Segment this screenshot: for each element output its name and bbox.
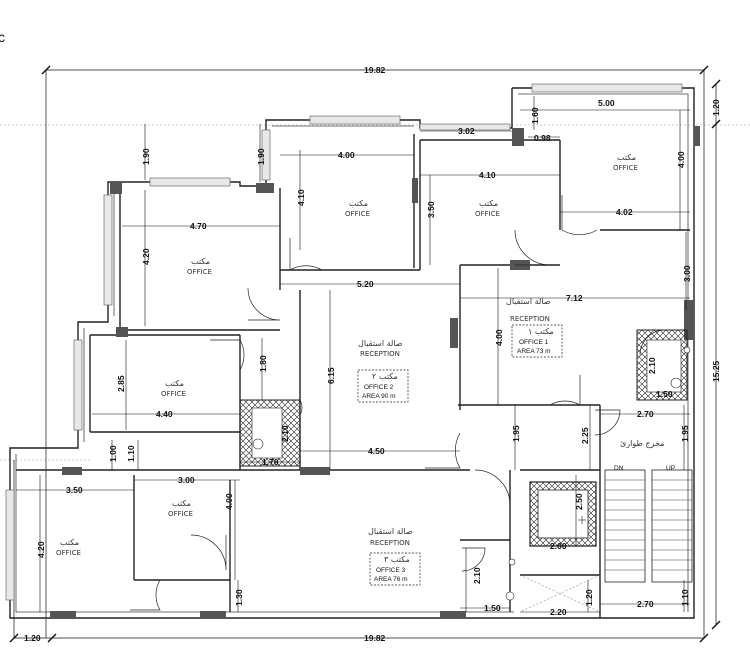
room-office-ar-7: مكتب — [60, 538, 79, 547]
dim-150a: 1.50 — [656, 389, 673, 399]
dim-195b: 1.95 — [680, 425, 690, 442]
dim-100: 1.00 — [108, 445, 118, 462]
room-office-en-4: OFFICE — [187, 268, 212, 276]
internal-dimension-lines — [16, 96, 690, 613]
office1-area: AREA 73 m — [517, 348, 551, 355]
dim-400b: 4.00 — [338, 150, 355, 160]
dim-350: 3.50 — [426, 201, 436, 218]
dim-500: 5.00 — [598, 98, 615, 108]
dim-150b: 1.50 — [484, 603, 501, 613]
dim-190a: 1.90 — [141, 148, 151, 165]
reception-en-2: RECEPTION — [360, 350, 400, 358]
dim-410a: 4.10 — [296, 189, 306, 206]
office3-ar: مكتب ٣ — [384, 555, 410, 564]
dim-400d: 4.00 — [224, 493, 234, 510]
dim-250: 2.50 — [574, 493, 584, 510]
dim-350b: 3.50 — [66, 485, 83, 495]
dim-offset-bottom-left: 1.20 — [24, 633, 41, 643]
room-office-en-2: OFFICE — [345, 210, 370, 218]
room-office-en-5: OFFICE — [161, 390, 186, 398]
room-office-ar-5: مكتب — [165, 379, 184, 388]
dim-450: 4.50 — [368, 446, 385, 456]
dim-width-top: 19.82 — [364, 65, 386, 75]
dim-width-bottom: 19.82 — [364, 633, 386, 643]
dimension-labels: 5.00 1.60 3.02 0.98 4.00 1.90 1.90 4.10 … — [36, 98, 692, 617]
dim-098: 0.98 — [534, 133, 551, 143]
reception-en-1: RECEPTION — [510, 315, 550, 323]
corner-letter: c — [0, 29, 5, 45]
dim-520: 5.20 — [357, 279, 374, 289]
dim-400a: 4.00 — [676, 151, 686, 168]
door-swings — [130, 195, 666, 611]
reception-en-3: RECEPTION — [370, 539, 410, 547]
dim-225: 2.25 — [580, 427, 590, 444]
room-office-ar-6: مكتب — [172, 499, 191, 508]
room-office-ar-3: مكتب — [479, 199, 498, 208]
dim-170: 1.70 — [262, 457, 279, 467]
dim-270b: 2.70 — [637, 599, 654, 609]
dim-offset-top-right: 1.20 — [711, 99, 721, 116]
dim-285: 2.85 — [116, 375, 126, 392]
dim-120: 1.20 — [584, 589, 594, 606]
dim-160: 1.60 — [530, 107, 540, 124]
dim-220: 2.20 — [550, 607, 567, 617]
dim-height-right: 15.25 — [711, 360, 721, 382]
dim-130: 1.30 — [234, 589, 244, 606]
dim-110a: 1.10 — [126, 445, 136, 462]
dim-402: 4.02 — [616, 207, 633, 217]
reception-ar-1: صالة استقبال — [506, 297, 551, 306]
stairs-up-label: UP — [666, 465, 675, 472]
dim-410b: 4.10 — [479, 170, 496, 180]
reception-ar-3: صالة استقبال — [368, 527, 413, 536]
dim-300a: 3.00 — [682, 265, 692, 282]
dim-180: 1.80 — [258, 355, 268, 372]
office2-ar: مكتب ٢ — [372, 372, 398, 381]
dim-190b: 1.90 — [256, 148, 266, 165]
office1-en: OFFICE 1 — [519, 339, 549, 346]
dim-300b: 3.00 — [178, 475, 195, 485]
dim-420a: 4.20 — [141, 248, 151, 265]
dim-195a: 1.95 — [511, 425, 521, 442]
office3-area: AREA 76 m — [374, 576, 408, 583]
stairs-dn-label: DN — [614, 465, 624, 472]
room-labels: مكتب OFFICE مكتب OFFICE مكتب OFFICE مكتب… — [56, 153, 664, 586]
office1-ar: مكتب ١ — [528, 327, 554, 336]
room-office-ar-2: مكتب — [349, 199, 368, 208]
elevator — [519, 481, 601, 613]
room-office-en-1: OFFICE — [613, 164, 638, 172]
windows — [5, 83, 683, 601]
room-office-en-3: OFFICE — [475, 210, 500, 218]
dim-400c: 4.00 — [494, 329, 504, 346]
room-office-ar-1: مكتب — [617, 153, 636, 162]
reception-ar-2: صالة استقبال — [358, 339, 403, 348]
office2-area: AREA 90 m — [362, 393, 396, 400]
dim-420b: 4.20 — [36, 541, 46, 558]
emergency-exit-label: مخرج طوارئ — [620, 439, 664, 448]
dim-302: 3.02 — [458, 126, 475, 136]
dim-270a: 2.70 — [637, 409, 654, 419]
room-office-en-7: OFFICE — [56, 549, 81, 557]
room-office-ar-4: مكتب — [191, 257, 210, 266]
dim-210a: 2.10 — [647, 357, 657, 374]
dim-615: 6.15 — [326, 367, 336, 384]
office2-en: OFFICE 2 — [364, 384, 394, 391]
dim-210c: 2.10 — [472, 567, 482, 584]
dim-200: 2.00 — [550, 541, 567, 551]
dim-440: 4.40 — [156, 409, 173, 419]
room-office-en-6: OFFICE — [168, 510, 193, 518]
dim-712: 7.12 — [566, 293, 583, 303]
stairs: DN UP — [604, 465, 693, 583]
office3-en: OFFICE 3 — [376, 567, 406, 574]
dim-470: 4.70 — [190, 221, 207, 231]
dim-210b: 2.10 — [280, 425, 290, 442]
toilet-blocks — [239, 329, 691, 601]
dim-110b: 1.10 — [680, 589, 690, 606]
overall-dimensions: 19.82 1.20 19.82 1.20 15.25 — [9, 65, 721, 643]
